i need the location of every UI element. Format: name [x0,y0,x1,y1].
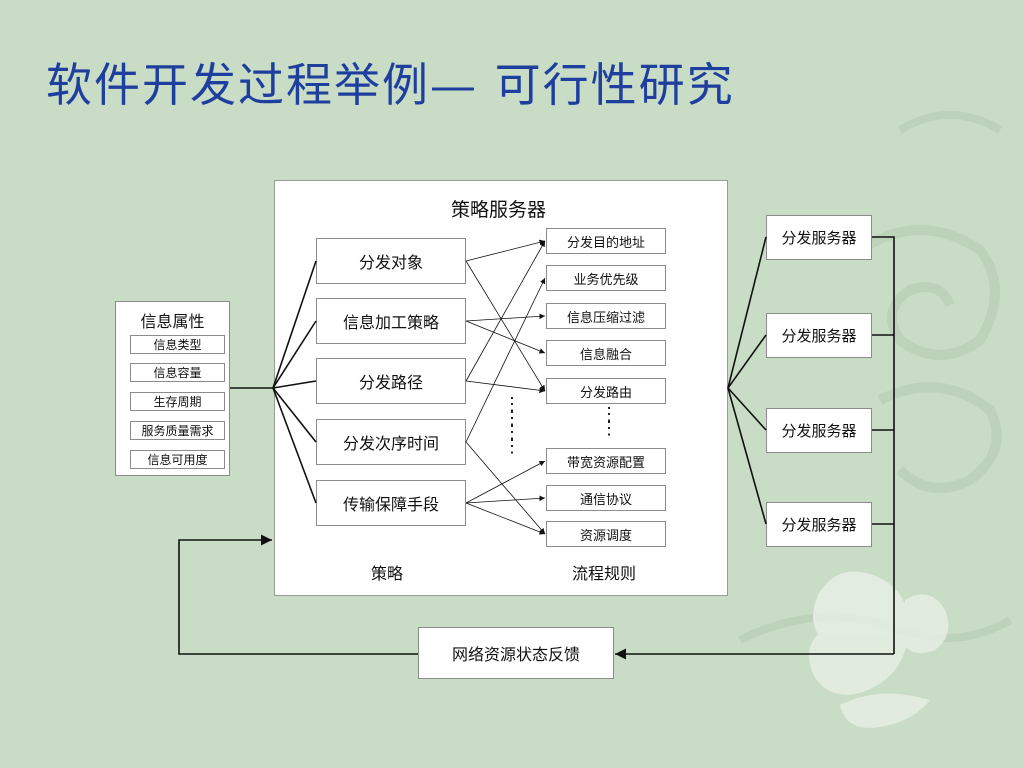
rules-column-label: 流程规则 [572,564,637,583]
rule-box: 信息压缩过滤 [546,303,666,329]
strategy-box: 分发次序时间 [316,419,466,465]
strategy-box: 分发路径 [316,358,466,404]
rule-box: 信息融合 [546,340,666,366]
strategy-ellipsis: ⋮ ⋮ ⋮ ⋮ [503,396,521,457]
rule-box: 分发路由 [546,378,666,404]
rules-ellipsis: ⋮ ⋮ [600,404,618,439]
dist-server-box: 分发服务器 [766,215,872,260]
dist-server-box: 分发服务器 [766,408,872,453]
info-attr-item: 信息类型 [130,335,225,354]
info-attributes-group: 信息属性 [115,301,230,476]
feedback-box: 网络资源状态反馈 [418,627,614,679]
strategy-column-label: 策略 [371,564,404,583]
page-title: 软件开发过程举例— 可行性研究 [46,58,735,112]
strategy-box: 信息加工策略 [316,298,466,344]
rule-box: 资源调度 [546,521,666,547]
info-attr-item: 生存周期 [130,392,225,411]
rule-box: 带宽资源配置 [546,448,666,474]
ellipsis-mark: ⋮ [600,418,618,439]
info-attr-item: 信息可用度 [130,450,225,469]
server-title: 策略服务器 [451,199,547,221]
strategy-box: 分发对象 [316,238,466,284]
info-attr-item: 信息容量 [130,363,225,382]
ellipsis-mark: ⋮ [600,404,618,425]
strategy-box: 传输保障手段 [316,480,466,526]
dist-server-box: 分发服务器 [766,313,872,358]
info-attr-item: 服务质量需求 [130,421,225,440]
ellipsis-mark: ⋮ [503,436,521,457]
rule-box: 分发目的地址 [546,228,666,254]
dist-server-box: 分发服务器 [766,502,872,547]
rule-box: 业务优先级 [546,265,666,291]
info-attributes-title: 信息属性 [140,312,205,331]
rule-box: 通信协议 [546,485,666,511]
